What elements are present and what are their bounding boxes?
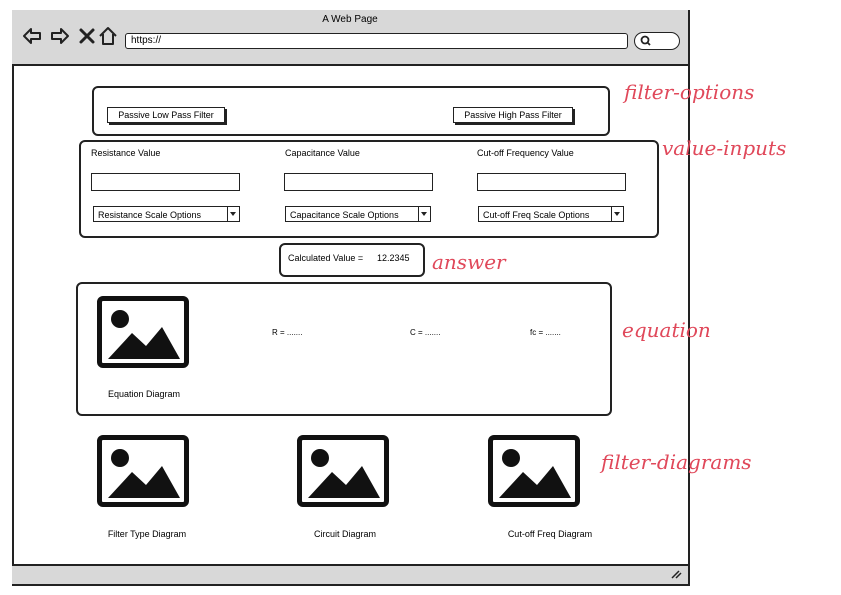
filter-options-annotation: filter-options — [624, 80, 755, 104]
cutoff-scale-select[interactable]: Cut-off Freq Scale Options — [478, 206, 624, 222]
equation-annotation: equation — [622, 318, 711, 342]
resistance-label: Resistance Value — [91, 148, 161, 158]
image-icon — [108, 310, 180, 359]
forward-arrow-icon[interactable] — [50, 26, 70, 46]
home-icon[interactable] — [98, 26, 118, 46]
fc-equation: fc = ....... — [530, 328, 561, 337]
capacitance-scale-value: Capacitance Scale Options — [290, 210, 399, 220]
high-pass-filter-button[interactable]: Passive High Pass Filter — [453, 107, 573, 123]
equation-image — [97, 296, 189, 368]
resize-grip-icon[interactable] — [670, 569, 682, 579]
url-bar[interactable]: https:// — [125, 33, 628, 49]
circuit-image — [297, 435, 389, 507]
cutoff-frequency-input[interactable] — [477, 173, 626, 191]
close-icon[interactable] — [77, 26, 97, 46]
circuit-caption: Circuit Diagram — [313, 529, 376, 539]
capacitance-scale-select[interactable]: Capacitance Scale Options — [285, 206, 431, 222]
r-equation: R = ....... — [272, 328, 303, 337]
capacitance-label: Capacitance Value — [285, 148, 360, 158]
equation-panel — [76, 282, 612, 416]
low-pass-filter-button[interactable]: Passive Low Pass Filter — [107, 107, 225, 123]
resistance-scale-value: Resistance Scale Options — [98, 210, 202, 220]
cutoff-scale-value: Cut-off Freq Scale Options — [483, 210, 590, 220]
back-arrow-icon[interactable] — [22, 26, 42, 46]
cutoff-frequency-image — [488, 435, 580, 507]
filter-options-panel — [92, 86, 610, 136]
filter-type-caption: Filter Type Diagram — [107, 529, 187, 539]
calculated-value: 12.2345 — [377, 253, 410, 263]
chevron-down-icon — [418, 207, 430, 221]
window-title: A Web Page — [322, 14, 378, 25]
image-icon — [108, 449, 180, 498]
calculated-value-label: Calculated Value = — [288, 253, 364, 263]
chevron-down-icon — [227, 207, 239, 221]
answer-panel — [279, 243, 425, 277]
answer-annotation: answer — [432, 250, 506, 274]
filter-type-image — [97, 435, 189, 507]
c-equation: C = ....... — [410, 328, 441, 337]
filter-diagrams-annotation: filter-diagrams — [601, 450, 752, 474]
search-button[interactable] — [634, 32, 680, 50]
resistance-input[interactable] — [91, 173, 240, 191]
cutoff-frequency-caption: Cut-off Freq Diagram — [507, 529, 593, 539]
equation-caption: Equation Diagram — [107, 389, 181, 399]
url-text: https:// — [131, 35, 162, 46]
capacitance-input[interactable] — [284, 173, 433, 191]
chevron-down-icon — [611, 207, 623, 221]
status-bar — [12, 564, 688, 584]
value-inputs-annotation: value-inputs — [662, 136, 787, 160]
resistance-scale-select[interactable]: Resistance Scale Options — [93, 206, 240, 222]
image-icon — [499, 449, 571, 498]
value-inputs-panel — [79, 140, 659, 238]
cutoff-frequency-label: Cut-off Frequency Value — [477, 148, 574, 158]
image-icon — [308, 449, 380, 498]
search-icon — [640, 35, 651, 46]
